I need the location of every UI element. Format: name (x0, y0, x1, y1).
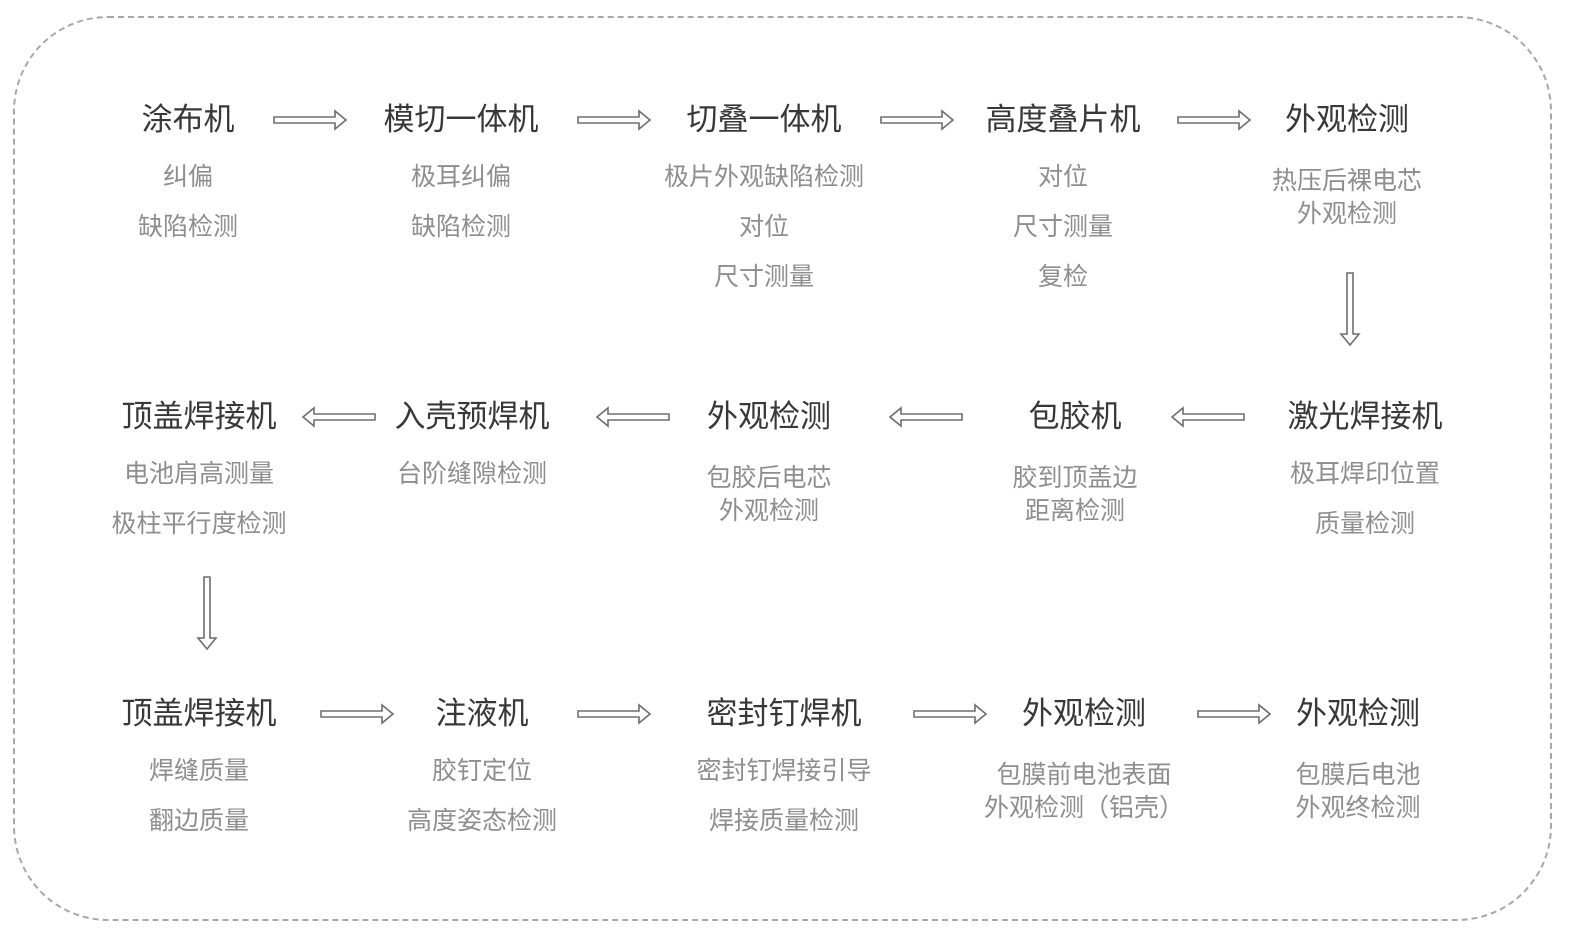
right-arrow-icon (273, 109, 348, 131)
desc-line: 翻边质量 (148, 806, 249, 835)
station-title: 切叠一体机 (686, 102, 842, 138)
station-electrolyte-filler: 注液机 胶钉定位 高度姿态检测 (342, 694, 622, 846)
desc-line: 胶钉定位 (431, 756, 532, 785)
desc-line: 外观检测 (1296, 199, 1397, 228)
station-title: 激光焊接机 (1287, 399, 1443, 435)
desc-line: 纠偏 (162, 162, 213, 191)
down-arrow-icon (196, 576, 218, 651)
station-title: 入壳预焊机 (394, 399, 550, 435)
desc-line: 极耳焊印位置 (1289, 459, 1440, 488)
station-stacking: 高度叠片机 对位 尺寸测量 复检 (923, 100, 1203, 302)
desc-line: 外观检测（铝壳） (983, 793, 1184, 822)
station-desc: 纠偏 缺陷检测 (48, 152, 328, 252)
station-laser-welder: 激光焊接机 极耳焊印位置 质量检测 (1225, 397, 1505, 549)
desc-line: 极耳纠偏 (410, 162, 511, 191)
right-arrow-icon (577, 109, 652, 131)
left-arrow-icon (301, 406, 376, 428)
desc-line: 包膜前电池表面 (996, 760, 1172, 789)
desc-line: 胶到顶盖边 (1012, 463, 1138, 492)
desc-line: 焊接质量检测 (708, 806, 859, 835)
station-desc: 密封钉焊接引导 焊接质量检测 (644, 746, 924, 846)
desc-line: 复检 (1037, 262, 1088, 291)
down-arrow-icon (1339, 272, 1361, 347)
desc-line: 缺陷检测 (137, 212, 238, 241)
station-title: 高度叠片机 (985, 102, 1141, 138)
right-arrow-icon (880, 109, 955, 131)
left-arrow-icon (1170, 406, 1245, 428)
station-title: 外观检测 (1296, 696, 1420, 732)
station-title: 注液机 (435, 696, 529, 732)
desc-line: 焊缝质量 (148, 756, 249, 785)
desc-line: 包胶后电芯 (706, 463, 832, 492)
station-casing-prewelder: 入壳预焊机 台阶缝隙检测 (332, 397, 612, 499)
right-arrow-icon (577, 703, 652, 725)
station-inspection: 外观检测 热压后裸电芯 外观检测 (1207, 100, 1487, 230)
station-inspection: 外观检测 包胶后电芯 外观检测 (629, 397, 909, 527)
station-title: 外观检测 (1285, 102, 1409, 138)
desc-line: 质量检测 (1314, 509, 1415, 538)
desc-line: 电池肩高测量 (123, 459, 274, 488)
desc-line: 高度姿态检测 (406, 806, 557, 835)
station-desc: 包胶后电芯 外观检测 (629, 461, 909, 527)
right-arrow-icon (1177, 109, 1252, 131)
station-desc: 包膜前电池表面 外观检测（铝壳） (944, 758, 1224, 824)
station-title: 顶盖焊接机 (121, 696, 277, 732)
desc-line: 包膜后电池 (1295, 760, 1421, 789)
station-seal-pin-welder: 密封钉焊机 密封钉焊接引导 焊接质量检测 (644, 694, 924, 846)
station-desc: 台阶缝隙检测 (332, 449, 612, 499)
right-arrow-icon (913, 703, 988, 725)
station-desc: 极耳焊印位置 质量检测 (1225, 449, 1505, 549)
station-coater: 涂布机 纠偏 缺陷检测 (48, 100, 328, 252)
desc-line: 尺寸测量 (1012, 212, 1113, 241)
desc-line: 缺陷检测 (410, 212, 511, 241)
dashed-frame (13, 16, 1552, 921)
desc-line: 台阶缝隙检测 (396, 459, 547, 488)
station-inspection: 外观检测 包膜前电池表面 外观检测（铝壳） (944, 694, 1224, 824)
right-arrow-icon (320, 703, 395, 725)
station-desc: 极耳纠偏 缺陷检测 (321, 152, 601, 252)
desc-line: 极片外观缺陷检测 (663, 162, 864, 191)
station-title: 涂布机 (141, 102, 235, 138)
station-desc: 包膜后电池 外观终检测 (1218, 758, 1498, 824)
desc-line: 外观检测 (718, 496, 819, 525)
left-arrow-icon (595, 406, 670, 428)
desc-line: 对位 (738, 212, 789, 241)
station-title: 密封钉焊机 (706, 696, 862, 732)
station-desc: 极片外观缺陷检测 对位 尺寸测量 (624, 152, 904, 302)
station-final-inspection: 外观检测 包膜后电池 外观终检测 (1218, 694, 1498, 824)
desc-line: 距离检测 (1024, 496, 1125, 525)
station-desc: 对位 尺寸测量 复检 (923, 152, 1203, 302)
station-cut-stack: 切叠一体机 极片外观缺陷检测 对位 尺寸测量 (624, 100, 904, 302)
station-top-cover-welder: 顶盖焊接机 电池肩高测量 极柱平行度检测 (59, 397, 339, 549)
desc-line: 密封钉焊接引导 (696, 756, 872, 785)
station-top-cover-welder: 顶盖焊接机 焊缝质量 翻边质量 (59, 694, 339, 846)
station-desc: 热压后裸电芯 外观检测 (1207, 164, 1487, 230)
station-desc: 焊缝质量 翻边质量 (59, 746, 339, 846)
station-desc: 电池肩高测量 极柱平行度检测 (59, 449, 339, 549)
station-title: 外观检测 (707, 399, 831, 435)
desc-line: 对位 (1037, 162, 1088, 191)
station-wrapping: 包胶机 胶到顶盖边 距离检测 (935, 397, 1215, 527)
station-desc: 胶到顶盖边 距离检测 (935, 461, 1215, 527)
station-title: 顶盖焊接机 (121, 399, 277, 435)
station-title: 模切一体机 (383, 102, 539, 138)
station-title: 外观检测 (1022, 696, 1146, 732)
station-title: 包胶机 (1028, 399, 1122, 435)
desc-line: 外观终检测 (1295, 793, 1421, 822)
station-die-cutting: 模切一体机 极耳纠偏 缺陷检测 (321, 100, 601, 252)
station-desc: 胶钉定位 高度姿态检测 (342, 746, 622, 846)
desc-line: 热压后裸电芯 (1271, 166, 1422, 195)
desc-line: 尺寸测量 (713, 262, 814, 291)
right-arrow-icon (1197, 703, 1272, 725)
left-arrow-icon (888, 406, 963, 428)
desc-line: 极柱平行度检测 (111, 509, 287, 538)
